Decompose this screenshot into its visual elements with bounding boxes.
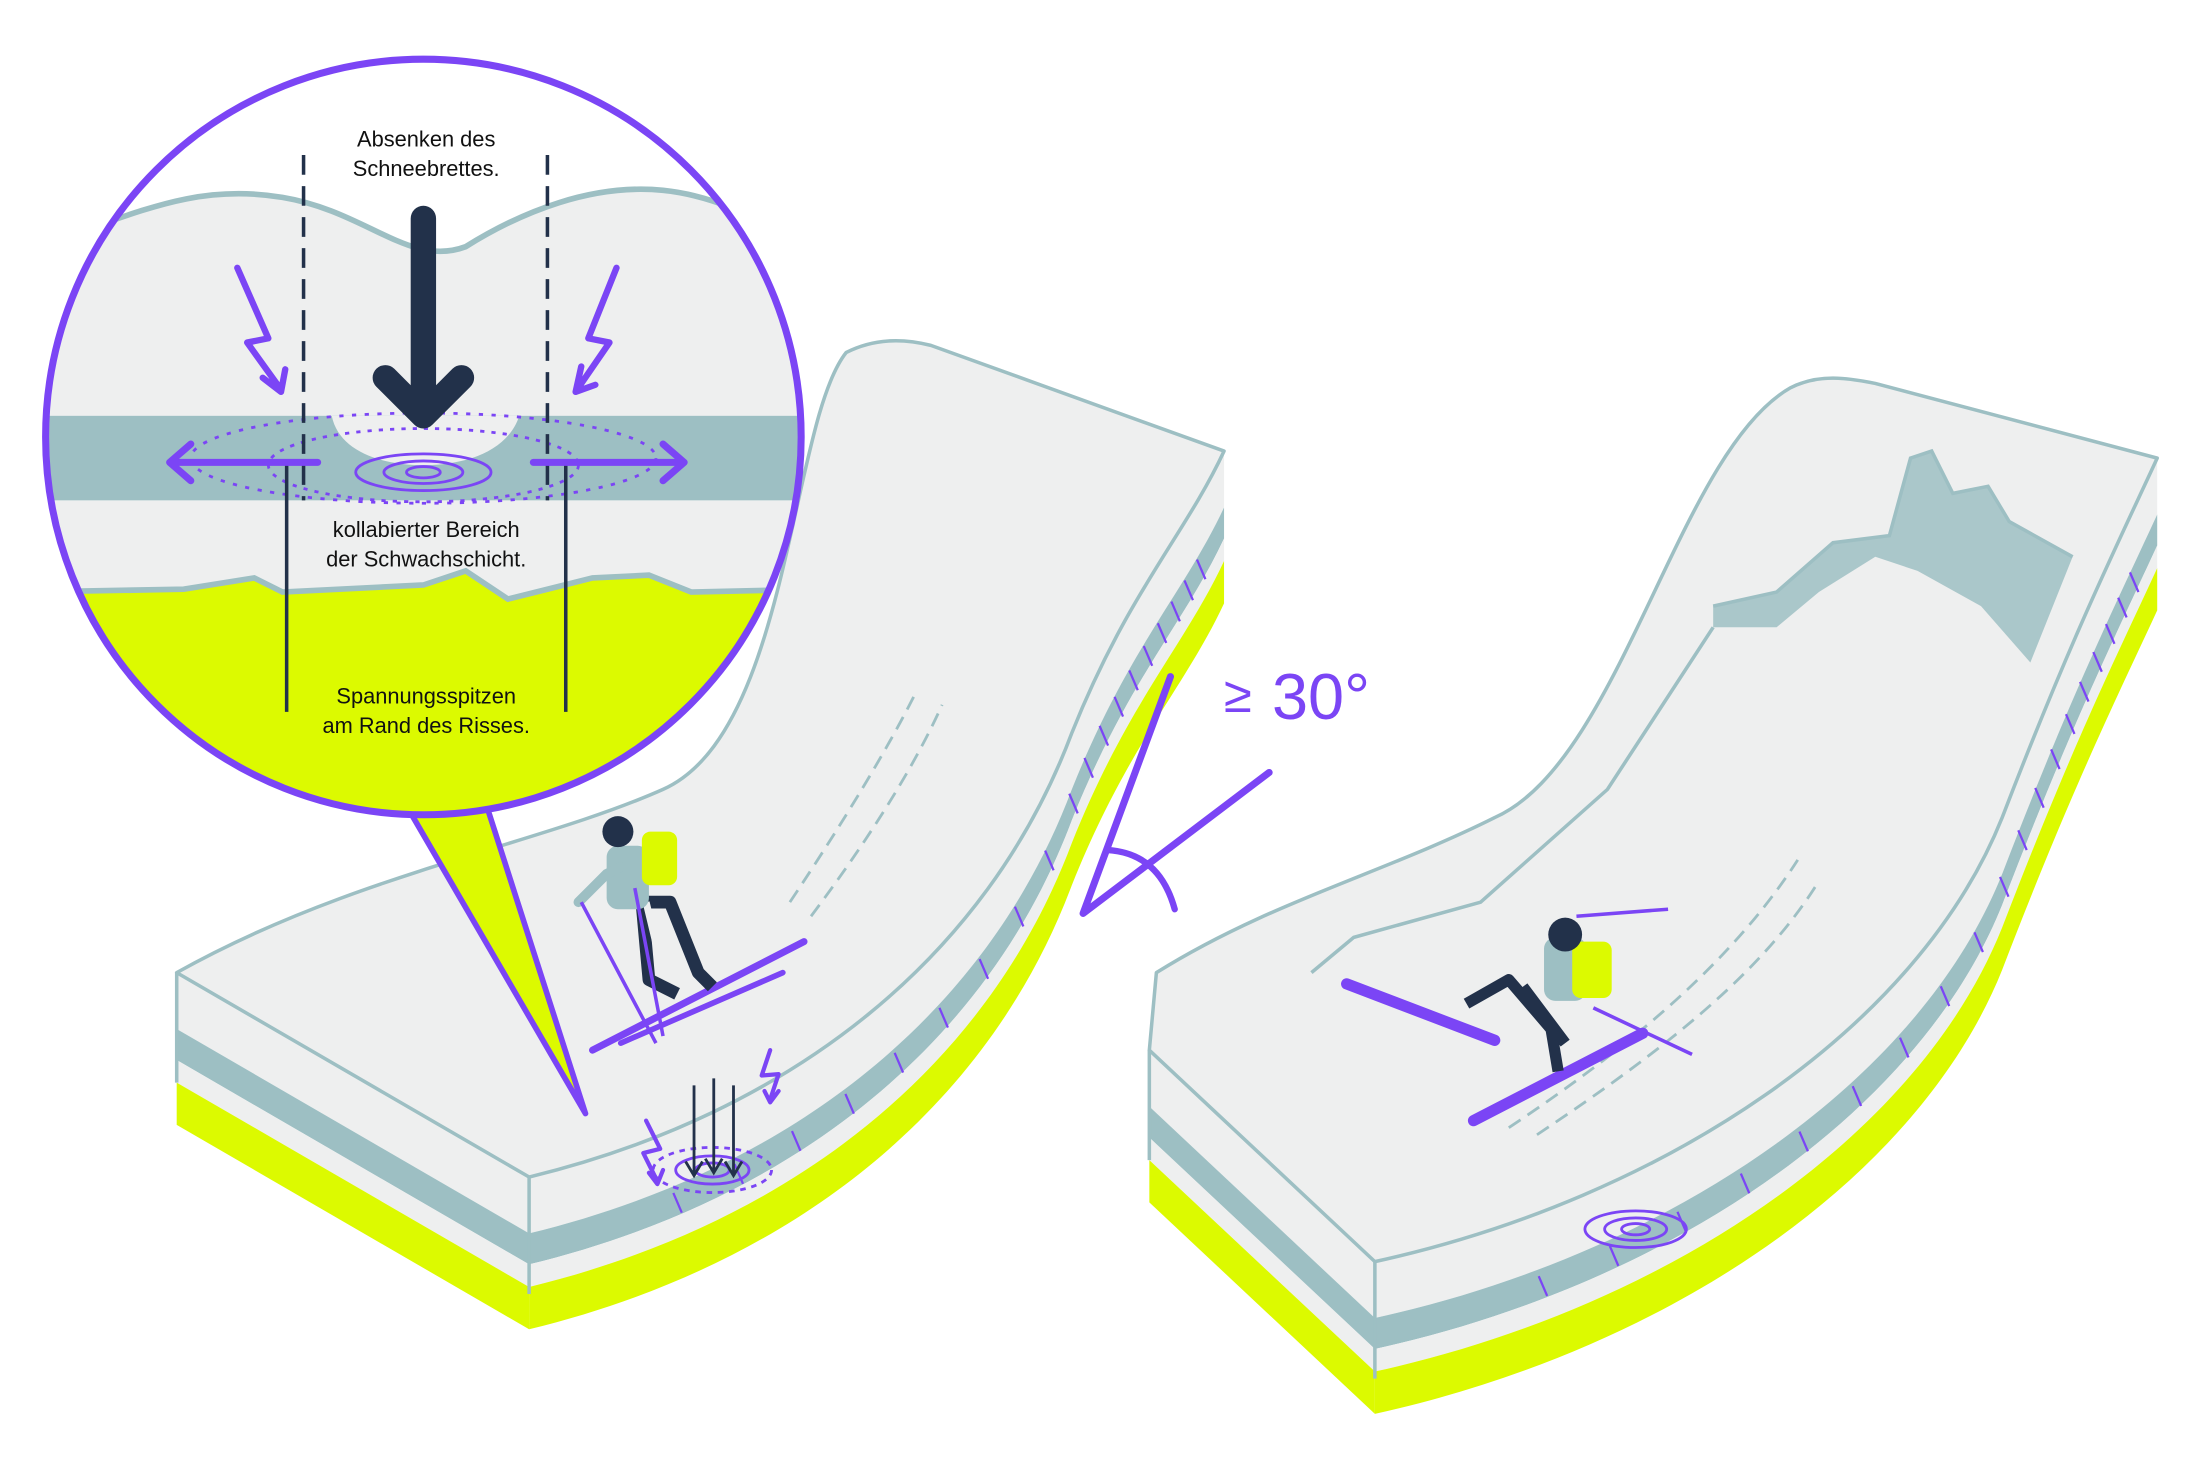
weak-layer-tick: [1098, 725, 1110, 747]
stress-ripples-right: [1583, 1209, 1688, 1249]
weak-layer-tick: [1170, 601, 1181, 622]
slope-front-layer: [176, 972, 530, 1234]
slope-side-layer: [1374, 458, 2158, 1318]
weak-layer-tick: [893, 1052, 905, 1073]
weak-layer-tick: [1898, 1037, 1910, 1058]
angle-value: 30°: [1272, 660, 1370, 733]
weak-layer-tick: [2034, 787, 2045, 809]
slope-front-layer: [1149, 1160, 1375, 1414]
slope-edge: [174, 972, 531, 1295]
weak-layer-tick: [2064, 713, 2076, 735]
label-collapsed-area-2: der Schwachschicht.: [326, 547, 526, 572]
slope-front-layer: [176, 1029, 530, 1265]
weak-layer-tick: [2117, 597, 2128, 618]
slope-front-layer: [1149, 1137, 1375, 1372]
weak-layer-tick: [1128, 669, 1139, 691]
slope-surface: [174, 338, 1226, 1179]
weak-layer-tick: [1142, 645, 1154, 667]
slope-edge: [1147, 1050, 1377, 1379]
weak-layer-tick: [1183, 580, 1194, 601]
ski-tracks: [788, 690, 1821, 1136]
weak-layer-tick: [938, 1007, 949, 1029]
label-slab-subsidence-2: Schneebrettes.: [353, 156, 500, 181]
slope-angle-marker: ≥ 30°: [1079, 660, 1370, 917]
label-collapsed-area-1: kollabierter Bereich: [333, 517, 520, 542]
weak-layer-tick: [672, 1192, 683, 1214]
weak-layer-tick: [2128, 571, 2140, 593]
label-stress-peaks-1: Spannungsspitzen: [336, 683, 516, 708]
spread-arrows: [166, 440, 688, 485]
weak-layer-tick: [2017, 829, 2028, 851]
weak-layer-tick: [1973, 931, 1984, 953]
weak-layer-tick: [1068, 793, 1079, 814]
skier-uphill: [573, 816, 808, 1054]
left-slope-block: [174, 338, 1226, 1330]
right-slope-block: [1147, 376, 2159, 1414]
weak-layer-tick: [1798, 1131, 1809, 1152]
weak-layer-tick: [844, 1093, 855, 1115]
weak-layer-tick: [978, 958, 990, 980]
slope-front-layer: [1149, 1106, 1375, 1350]
weak-layer-tick: [1739, 1173, 1751, 1194]
skier-falling: [1341, 907, 1693, 1127]
label-slab-subsidence-1: Absenken des: [357, 127, 495, 152]
down-arrow-icon: [372, 205, 475, 429]
weak-layer-tick: [1939, 985, 1951, 1007]
weak-layer-tick: [2092, 651, 2103, 673]
weak-layer-tick: [1156, 622, 1168, 644]
lightning-icon: [641, 1048, 781, 1187]
weak-layer-tick: [1044, 850, 1055, 871]
weak-layer-tick: [2078, 681, 2090, 703]
zoom-callout-circle: Absenken des Schneebrettes. kollabierter…: [42, 55, 805, 819]
slope-front-layer: [1149, 1050, 1375, 1318]
label-stress-peaks-2: am Rand des Risses.: [322, 713, 529, 738]
slope-front-layer: [176, 1060, 530, 1287]
fracture-crown: [1310, 448, 2074, 974]
load-arrows-left: [684, 1078, 744, 1179]
weak-layer-tick: [1195, 559, 1207, 580]
weak-layer-tick: [733, 1163, 745, 1185]
weak-layer-tick: [1851, 1085, 1863, 1107]
weak-layer-tick: [2050, 748, 2061, 770]
weak-layer-tick: [1013, 906, 1025, 927]
weak-layer-tick: [790, 1130, 802, 1152]
lightning-icon: [234, 264, 620, 396]
angle-symbol: ≥: [1224, 666, 1252, 723]
weak-layer-tick: [1083, 757, 1094, 779]
weak-layer-tick: [1998, 876, 2010, 898]
slope-front-layer: [176, 1082, 530, 1330]
weak-layer-tick: [2104, 623, 2116, 645]
weak-layer-tick: [1608, 1245, 1620, 1267]
slope-surface: [1147, 376, 2159, 1264]
weak-layer-tick: [1113, 696, 1125, 718]
weak-layer-tick: [1537, 1275, 1549, 1297]
slope-side-layer: [1374, 568, 2158, 1414]
